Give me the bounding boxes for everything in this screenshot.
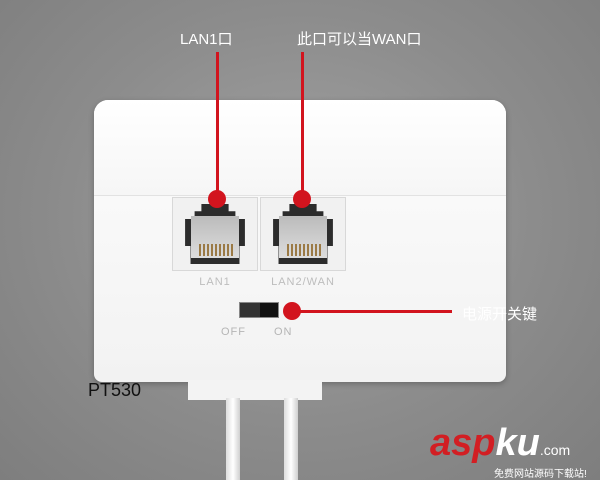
callout-dot	[208, 190, 226, 208]
switch-knob	[260, 303, 278, 317]
watermark-domain: .com	[539, 442, 571, 458]
port-label: LAN2/WAN	[271, 276, 335, 288]
watermark-logo: aspku.com 免费网站源码下载站!	[430, 424, 587, 480]
wan-callout: 此口可以当WAN口	[297, 31, 422, 48]
lan2-wan-port	[260, 197, 346, 271]
power-callout: 电源开关键	[462, 306, 538, 323]
switch-on-label: ON	[274, 326, 293, 338]
watermark-tagline: 免费网站源码下载站!	[494, 469, 587, 480]
power-switch[interactable]	[239, 302, 279, 318]
lan1-callout: LAN1口	[180, 31, 233, 48]
plug-base	[188, 380, 322, 400]
callout-line	[292, 310, 452, 313]
device-top	[94, 100, 506, 196]
callout-dot	[283, 302, 301, 320]
plug-prong	[226, 398, 240, 480]
callout-line	[216, 52, 219, 198]
callout-dot	[293, 190, 311, 208]
port-label: LAN1	[199, 276, 231, 288]
switch-off-label: OFF	[221, 326, 246, 338]
lan1-port	[172, 197, 258, 271]
watermark-brand: ku	[495, 422, 540, 464]
model-label: PT530	[88, 380, 142, 400]
callout-line	[301, 52, 304, 198]
plug-prong	[284, 398, 298, 480]
watermark-brand: asp	[430, 422, 496, 464]
